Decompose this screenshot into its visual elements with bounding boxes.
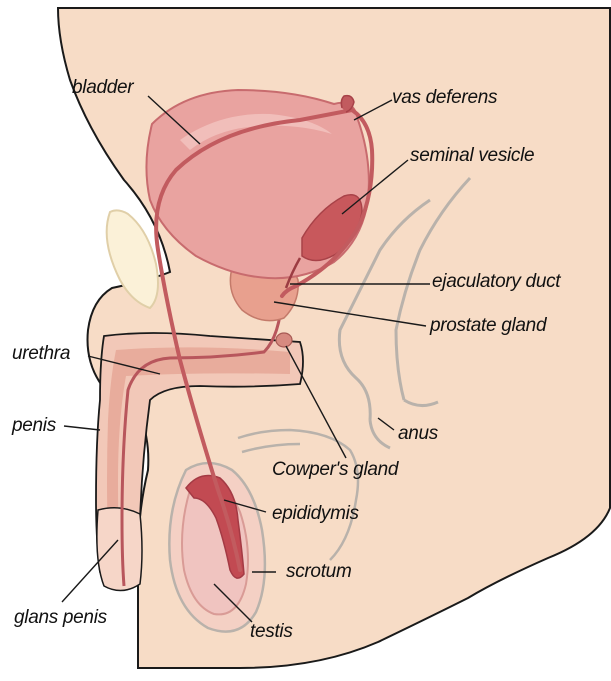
label-seminal-vesicle: seminal vesicle <box>410 146 534 165</box>
label-anus: anus <box>398 424 438 443</box>
glans-penis-shape <box>97 508 142 591</box>
label-testis: testis <box>250 622 293 641</box>
label-vas-deferens: vas deferens <box>392 88 497 107</box>
label-prostate-gland: prostate gland <box>430 316 546 335</box>
label-epididymis: epididymis <box>272 504 359 523</box>
leader-penis <box>64 426 100 430</box>
label-cowpers-gland: Cowper's gland <box>272 460 398 479</box>
label-ejaculatory-duct: ejaculatory duct <box>432 272 560 291</box>
label-glans-penis: glans penis <box>14 608 107 627</box>
label-bladder: bladder <box>72 78 133 97</box>
label-urethra: urethra <box>12 344 70 363</box>
label-penis: penis <box>12 416 56 435</box>
label-scrotum: scrotum <box>286 562 351 581</box>
cowpers-gland-shape <box>276 333 292 347</box>
